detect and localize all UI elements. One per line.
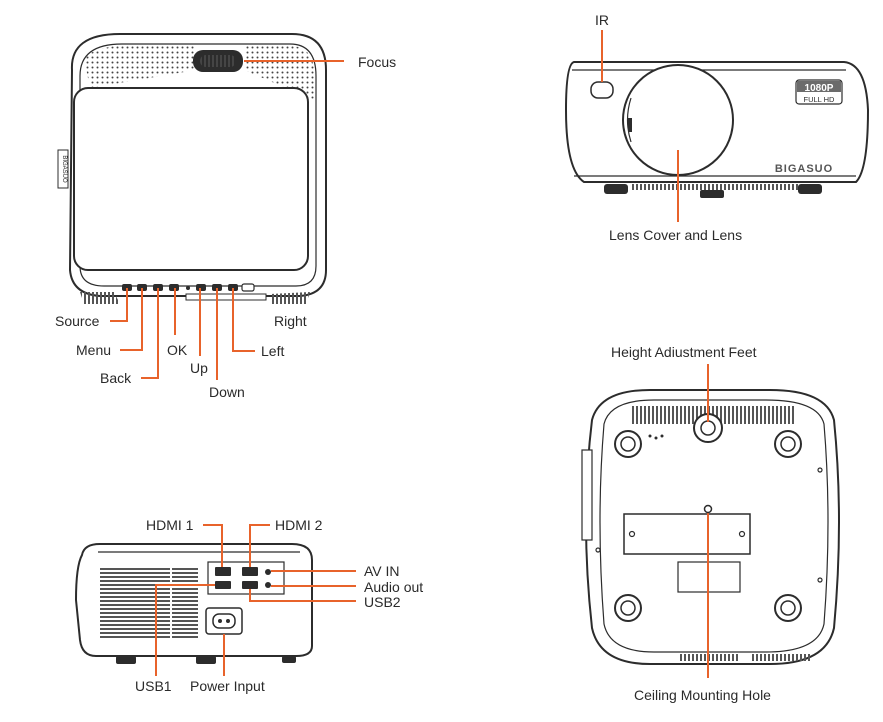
- hdmi1-port: [215, 567, 231, 576]
- bottom-view-leaders: [703, 364, 713, 678]
- focus-label: Focus: [358, 54, 396, 70]
- usb1-label: USB1: [135, 678, 172, 694]
- ok-label: OK: [167, 342, 188, 358]
- av-in-label: AV IN: [364, 563, 400, 579]
- rear-view-projector: [74, 543, 313, 664]
- control-buttons: [122, 283, 255, 292]
- bottom-view-projector: [581, 389, 840, 665]
- top-view-projector: BIGASUO: [57, 33, 327, 304]
- up-label: Up: [190, 360, 208, 376]
- rear-view-leaders: [155, 524, 356, 676]
- ir-label: IR: [595, 12, 609, 28]
- audio-out-label: Audio out: [364, 579, 423, 595]
- source-label: Source: [55, 313, 100, 329]
- top-view-leaders: [110, 60, 344, 380]
- back-label: Back: [100, 370, 132, 386]
- usb1-port: [215, 581, 231, 589]
- badge-full-hd: FULL HD: [804, 95, 836, 104]
- usb2-label: USB2: [364, 594, 401, 610]
- usb2-port: [242, 581, 258, 589]
- badge-1080p: 1080P: [805, 83, 834, 94]
- mount-plate: [623, 513, 751, 555]
- audio-out-jack: [265, 582, 271, 588]
- av-in-jack: [265, 569, 271, 575]
- front-view-leaders: [601, 30, 679, 222]
- front-brand-text: BIGASUO: [775, 163, 833, 175]
- hdmi2-label: HDMI 2: [275, 517, 323, 533]
- ir-window: [590, 81, 614, 99]
- ceiling-mount-hole: [703, 504, 713, 514]
- right-label: Right: [274, 313, 307, 329]
- left-label: Left: [261, 343, 284, 359]
- front-view-projector: 1080P FULL HD BIGASUO: [564, 61, 870, 198]
- hdmi1-label: HDMI 1: [146, 517, 194, 533]
- lens-label: Lens Cover and Lens: [609, 227, 742, 243]
- feet-label: Height Adiustment Feet: [611, 344, 757, 360]
- mount-label: Ceiling Mounting Hole: [634, 687, 771, 703]
- hdmi2-port: [242, 567, 258, 576]
- side-brand-text: BIGASUO: [61, 155, 67, 183]
- power-input-label: Power Input: [190, 678, 265, 694]
- down-label: Down: [209, 384, 245, 400]
- menu-label: Menu: [76, 342, 111, 358]
